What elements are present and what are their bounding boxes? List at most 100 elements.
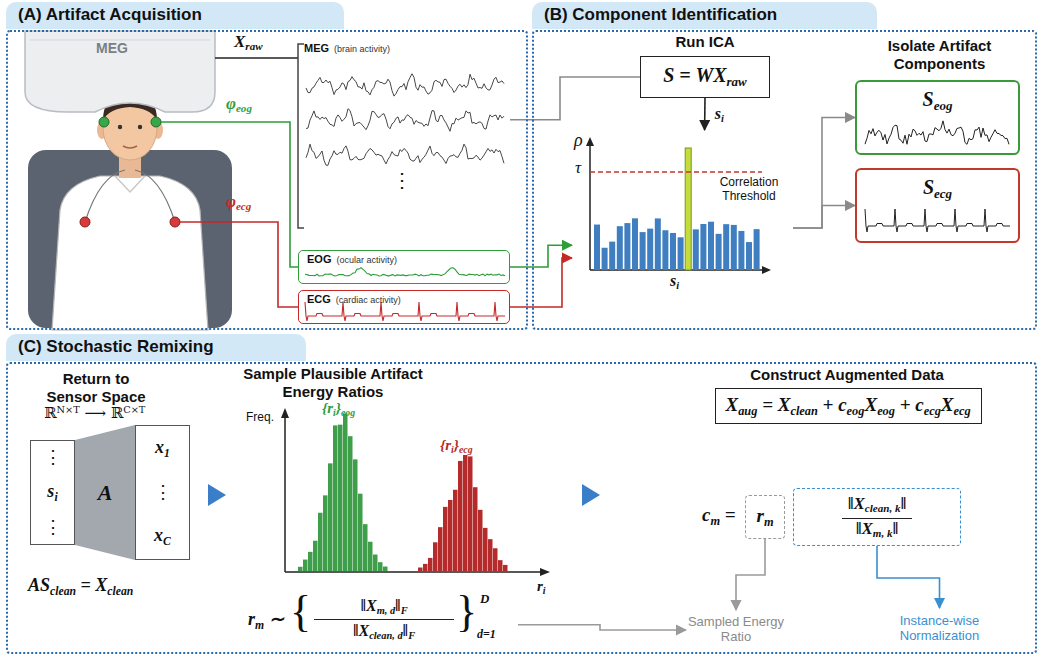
histogram-bar	[423, 564, 428, 571]
correlation-bar	[708, 222, 714, 270]
histogram-bar	[438, 527, 443, 571]
text-run: ‖X	[353, 622, 369, 639]
histogram-bar	[343, 413, 348, 571]
text-run: X	[726, 394, 739, 415]
index-script: F	[401, 605, 408, 616]
component-box-text: Seog	[923, 88, 953, 114]
step-heading: Return to Sensor Space	[40, 370, 152, 406]
correlation-bar	[662, 230, 668, 270]
signal-trace	[306, 144, 504, 165]
text-run: Construct Augmented Data	[750, 366, 944, 383]
ecg-channel: ECG (cardiac activity)	[298, 290, 510, 324]
ratio-histogram	[298, 413, 508, 571]
device-label: MEG	[96, 40, 128, 57]
eog-channel: EOG(ocular activity)	[298, 250, 510, 284]
correlation-bar	[685, 148, 691, 270]
correlation-bar	[602, 248, 608, 270]
normalization-term-text: ‖Xm, k‖	[856, 519, 899, 540]
person-illustration	[52, 176, 208, 330]
step-heading: Construct Augmented Data	[737, 366, 957, 384]
annotation: Sampled Energy Ratio	[686, 610, 786, 650]
annotation-text: Sampled Energy Ratio	[686, 615, 786, 645]
signal-name: φeog	[226, 94, 252, 116]
correlation-bar	[609, 242, 615, 270]
index-script: N×T	[56, 404, 79, 415]
index-script: ecg	[934, 186, 952, 201]
sensor-matrix: x1⋮xC	[135, 425, 190, 560]
text-run: A	[98, 480, 113, 505]
histogram-axes	[281, 408, 550, 576]
index-script: m, d	[377, 605, 395, 616]
text-run: (A) Artifact Acquisition	[18, 5, 202, 24]
signal-group-text: MEG	[304, 42, 329, 55]
person-illustration	[115, 176, 145, 192]
text-run: AS	[28, 575, 50, 595]
text-run: ⋮	[44, 517, 62, 537]
correlation-bar	[723, 224, 729, 270]
ica-box-text: Run ICA	[641, 33, 769, 50]
histogram-bar	[333, 425, 338, 571]
text-run: s	[47, 481, 54, 501]
text-run: ⟶ ℝ	[80, 404, 124, 422]
correlation-chart: ρτCorrelation Thresholdsi	[572, 130, 793, 290]
text-run: X	[941, 394, 954, 415]
connector	[793, 206, 855, 229]
text-run: S	[923, 88, 934, 110]
acquisition-wires	[215, 57, 298, 59]
index-script: i	[721, 113, 724, 124]
ratio-formula-text: d=1	[477, 628, 496, 642]
signal-name: φecg	[226, 192, 251, 214]
text-run: ⋮	[44, 447, 62, 467]
ica-box: Run ICAS = WXraw	[640, 56, 770, 98]
matrix-shape	[75, 425, 135, 560]
index-script: eog	[341, 407, 355, 418]
text-run: MEG	[96, 40, 128, 56]
correlation-bar	[624, 223, 630, 270]
component-box: Seog	[855, 80, 1020, 155]
person-illustration	[118, 125, 122, 129]
index-script: clean	[107, 585, 133, 598]
text-run: ⋮	[392, 169, 412, 191]
signal-trace	[306, 109, 504, 132]
annotation: Instance-wise Normalization	[872, 608, 1007, 650]
annotation-text: Instance-wise Normalization	[872, 614, 1007, 644]
index-script: C	[163, 534, 171, 547]
equation: ASclean = Xclean	[28, 575, 133, 599]
text-run: {	[290, 587, 311, 636]
correlation-bar	[700, 224, 706, 270]
histogram-bar	[328, 463, 333, 571]
correlation-bar	[632, 218, 638, 270]
signal-name: Xraw	[234, 32, 263, 54]
ellipsis: ⋮	[392, 168, 412, 192]
text-run: ‖	[900, 494, 906, 513]
panel-title: (C) Stochastic Remixing	[6, 334, 306, 361]
index-script: clean	[790, 404, 817, 418]
index-script: clean, k	[865, 503, 901, 515]
index-script: eog	[236, 102, 252, 114]
person-illustration	[80, 217, 90, 227]
text-run: Isolate Artifact Components	[888, 37, 992, 72]
normalization-term: ‖Xclean, k‖‖Xm, k‖	[793, 488, 961, 546]
acquisition-wires	[180, 222, 298, 307]
person-illustration	[151, 117, 161, 127]
panel-title: (B) Component Identification	[532, 2, 877, 29]
index-script: eog	[877, 404, 895, 418]
index-script: ecg	[236, 200, 251, 212]
text-run: ρ	[574, 130, 583, 150]
connector	[704, 98, 706, 130]
text-run: (B) Component Identification	[544, 5, 777, 24]
index-script: raw	[245, 40, 262, 52]
index-script: eog	[934, 98, 953, 113]
index-script: clean, d	[369, 630, 402, 641]
histogram-bar	[448, 500, 453, 571]
ecg-channel-text: ECG	[307, 293, 331, 306]
text-run: S	[923, 176, 934, 198]
augmentation-formula-text: Xaug = Xclean + ceogXeog + cecgXecg	[726, 394, 971, 418]
text-run: (cardiac activity)	[336, 295, 401, 305]
text-run: D	[480, 591, 489, 606]
histogram-bar	[463, 455, 468, 571]
histogram-bar	[428, 558, 433, 571]
signal-group-text: (brain activity)	[334, 44, 390, 54]
text-run: Freq.	[246, 410, 274, 424]
